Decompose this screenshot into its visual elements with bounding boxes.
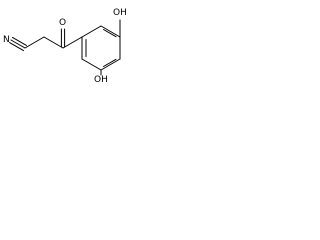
hydroxyl-top-label: OH	[113, 8, 127, 18]
benzene-ring	[81, 25, 121, 71]
molecule-diagram: N O OH OH	[3, 8, 127, 83]
bond-nitrile-ch2	[24, 36, 45, 49]
nitrile-nitrogen-label: N	[3, 35, 10, 45]
hydroxyl-bottom-label: OH	[94, 75, 108, 83]
nitrile-triple-bond	[9, 36, 27, 52]
bond-carbonyl-ring	[62, 36, 83, 49]
bond-ch2-carbonyl	[43, 36, 64, 49]
carbonyl-oxygen-label: O	[59, 18, 66, 28]
carbonyl-double-bond	[60, 28, 66, 48]
